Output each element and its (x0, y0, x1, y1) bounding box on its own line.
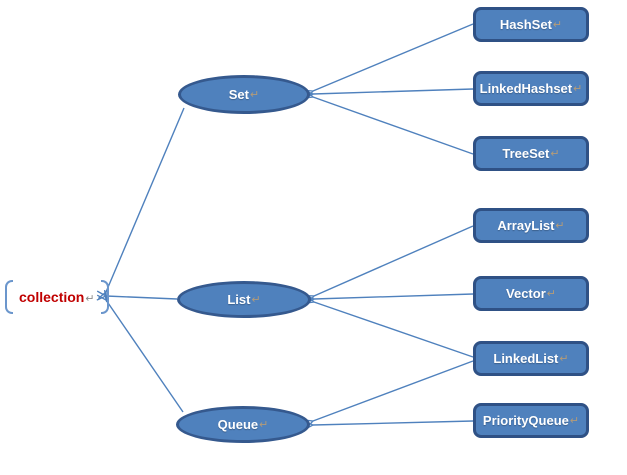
root-label: collection↵ (13, 289, 101, 305)
return-mark-icon: ↵ (552, 19, 563, 31)
root-node-collection[interactable]: collection↵ (5, 279, 109, 315)
node-linkedhashset-label: LinkedHashset (479, 81, 573, 96)
node-priorityqueue-label: PriorityQueue (482, 413, 569, 428)
node-vector-label: Vector (506, 286, 546, 301)
node-list[interactable]: List↵ (177, 281, 311, 318)
node-set-label: Set (228, 87, 249, 102)
node-treeset[interactable]: TreeSet↵ (473, 136, 589, 171)
bracket-left-icon (5, 280, 13, 314)
node-arraylist[interactable]: ArrayList↵ (473, 208, 589, 243)
node-linkedhashset[interactable]: LinkedHashset↵ (473, 71, 589, 106)
bracket-right-icon (100, 280, 109, 314)
return-mark-icon: ↵ (569, 415, 580, 427)
return-mark-icon: ↵ (546, 288, 556, 300)
return-mark-icon: ↵ (251, 294, 261, 306)
return-mark-icon: ↵ (85, 293, 95, 305)
return-mark-icon: ↵ (250, 89, 260, 101)
root-label-text: collection (19, 289, 85, 305)
node-linkedlist[interactable]: LinkedList↵ (473, 341, 589, 376)
node-vector[interactable]: Vector↵ (473, 276, 589, 311)
return-mark-icon: ↵ (559, 353, 569, 365)
return-mark-icon: ↵ (550, 148, 560, 160)
return-mark-icon: ↵ (555, 220, 565, 232)
node-set[interactable]: Set↵ (178, 75, 310, 114)
node-queue[interactable]: Queue↵ (176, 406, 310, 443)
return-mark-icon: ↵ (573, 83, 583, 95)
node-queue-label: Queue (217, 417, 259, 432)
node-hashset-label: HashSet (499, 17, 552, 32)
return-mark-icon: ↵ (259, 419, 269, 431)
node-list-label: List (227, 292, 251, 307)
node-priorityqueue[interactable]: PriorityQueue↵ (473, 403, 589, 438)
node-arraylist-label: ArrayList (497, 218, 555, 233)
node-hashset[interactable]: HashSet↵ (473, 7, 589, 42)
node-treeset-label: TreeSet (502, 146, 550, 161)
node-linkedlist-label: LinkedList (493, 351, 559, 366)
